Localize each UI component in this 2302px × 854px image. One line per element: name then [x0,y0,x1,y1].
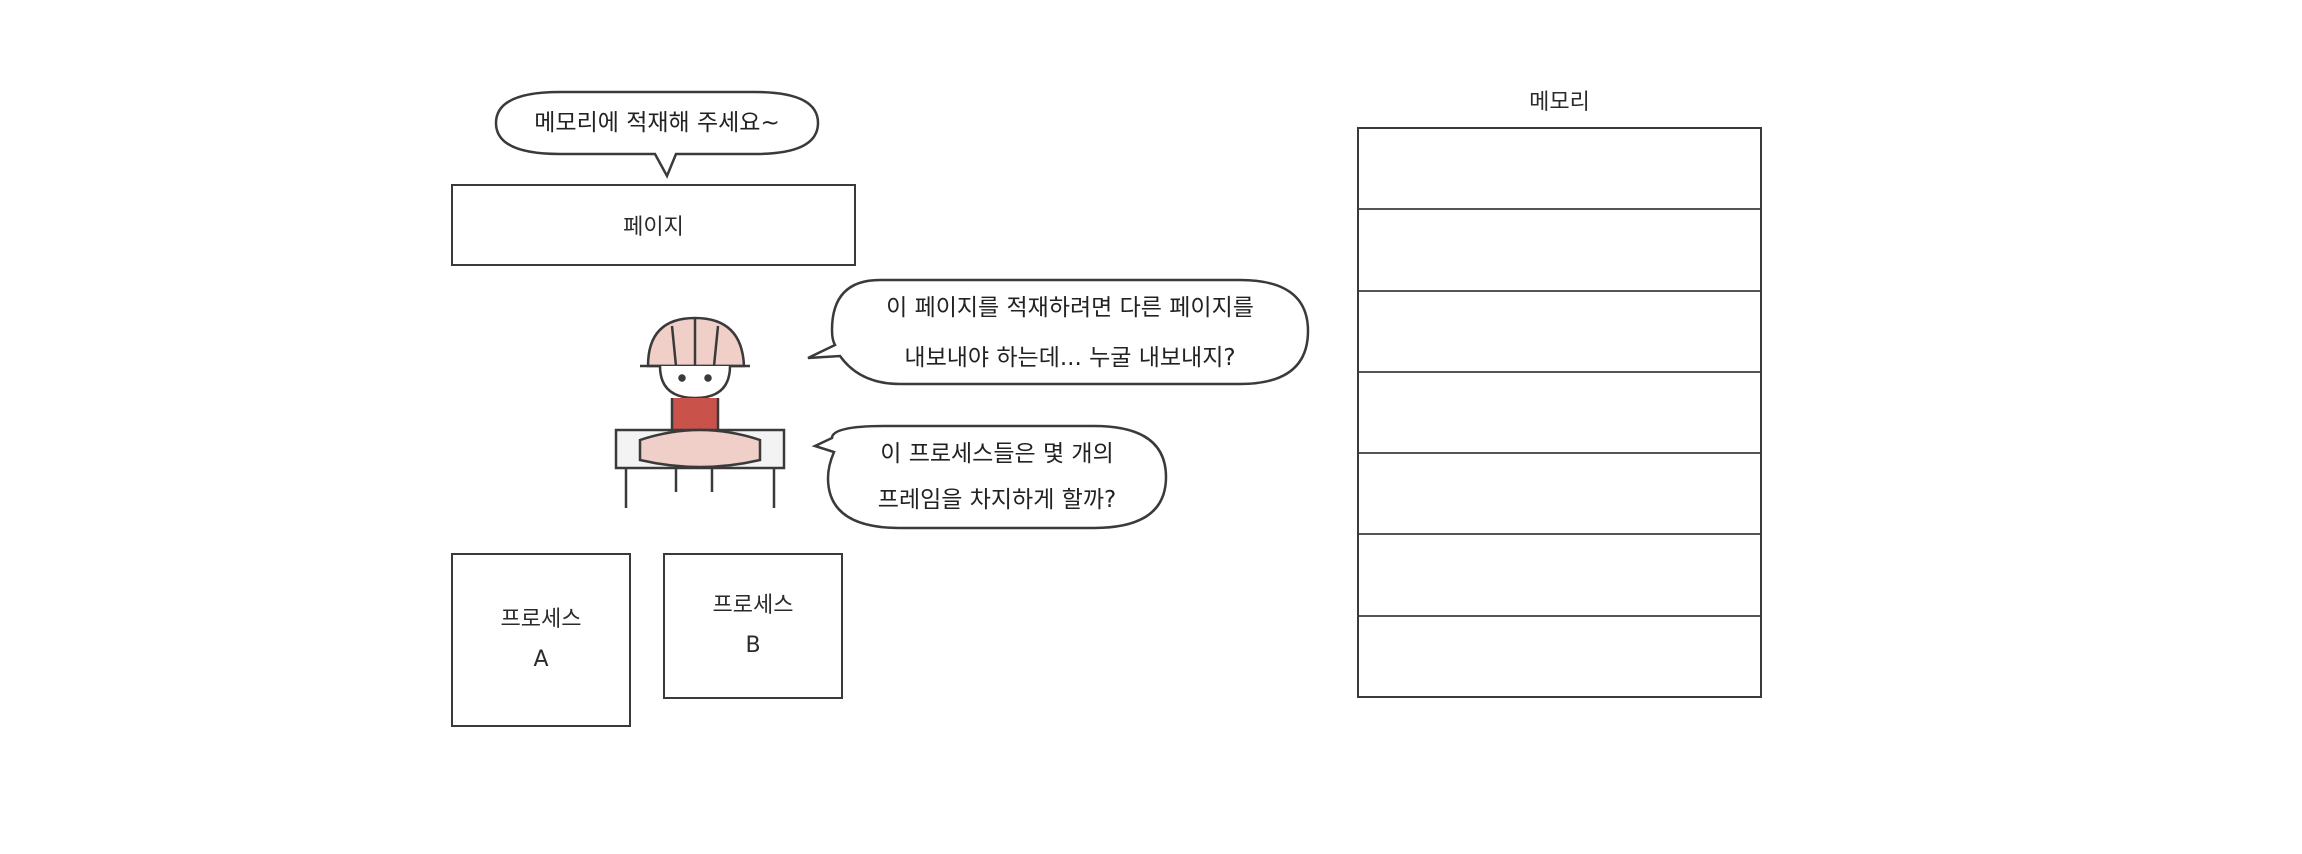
memory-block [1357,127,1762,698]
memory-frame [1359,210,1760,292]
speech-bubble-top [494,90,820,179]
process-b-box: 프로세스 B [663,553,843,699]
page-box: 페이지 [451,184,856,266]
top-bubble-text: 메모리에 적재해 주세요~ [534,110,780,136]
frames-bubble-line2: 프레임을 차지하게 할까? [877,487,1117,513]
memory-frame [1359,373,1760,455]
frames-bubble-line1: 이 프로세스들은 몇 개의 [880,441,1114,467]
replace-bubble-line1: 이 페이지를 적재하려면 다른 페이지를 [886,295,1254,321]
memory-frame [1359,454,1760,536]
page-label: 페이지 [623,215,684,240]
process-a-box: 프로세스 A [451,553,631,727]
memory-title: 메모리 [1529,90,1590,115]
memory-frame [1359,535,1760,617]
process-b-id: B [745,633,761,658]
process-a-title: 프로세스 [500,607,582,632]
worker-character [614,316,786,508]
speech-bubble-replace [807,278,1310,386]
memory-frame [1359,129,1760,211]
memory-frame [1359,617,1760,696]
process-a-id: A [533,647,549,672]
replace-bubble-line2: 내보내야 하는데... 누굴 내보내지? [904,345,1236,371]
process-b-title: 프로세스 [712,593,794,618]
memory-frame [1359,292,1760,373]
speech-bubble-frames [811,424,1168,530]
